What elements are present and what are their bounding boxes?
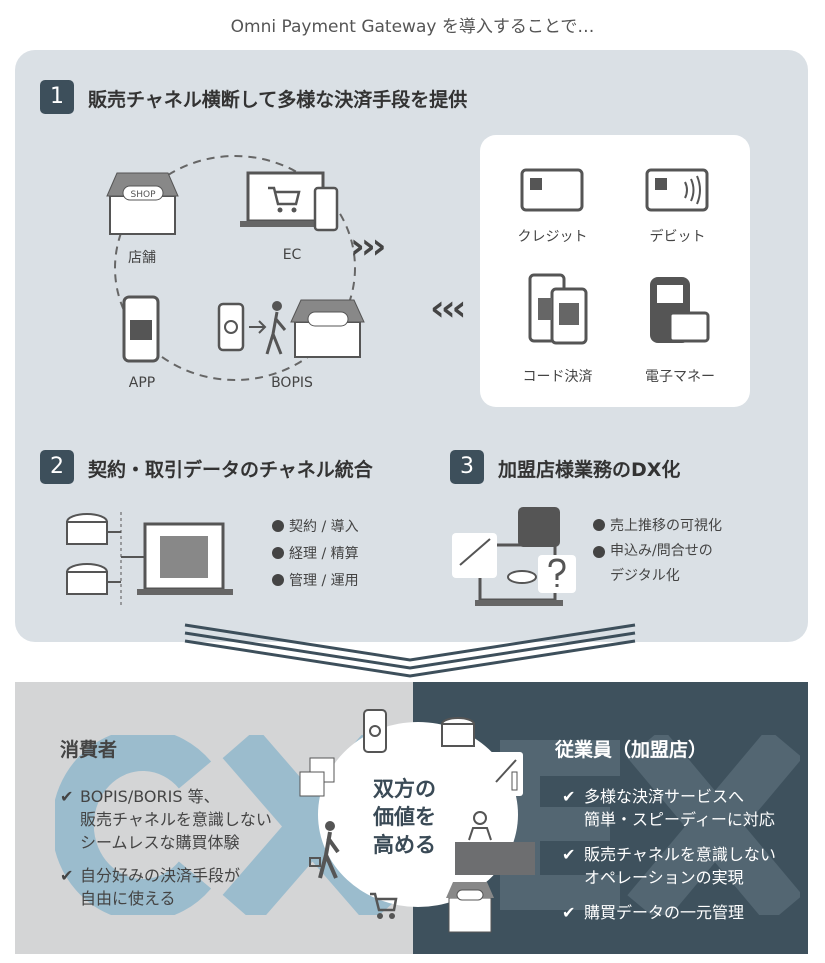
ec-laptop-icon: [240, 171, 339, 232]
database-icon: [441, 717, 475, 747]
down-chevron-lines: [184, 623, 636, 678]
employee-item: ✔販売チャネルを意識しない オペレーションの実現: [562, 845, 776, 887]
method-debit: デビット: [649, 229, 706, 245]
data-integration-icon: [66, 512, 233, 607]
bullet-management: 管理 / 運用: [272, 568, 359, 595]
bullet-contract: 契約 / 導入: [272, 514, 359, 541]
bullet-sales-visualization: 売上推移の可視化: [593, 514, 722, 539]
section-1-heading: 販売チャネル横断して多様な決済手段を提供: [88, 89, 468, 111]
method-credit: クレジット: [517, 229, 588, 245]
e-money-icon: [650, 277, 710, 343]
channel-store: 店舗: [128, 250, 156, 266]
dx-laptop-icon: [452, 507, 576, 606]
consumer-item: ✔自分好みの決済手段が 自由に使える: [60, 866, 241, 908]
section-2-badge: 2: [40, 450, 74, 484]
channel-ec: EC: [282, 247, 302, 263]
qr-code-icon: [528, 273, 588, 345]
channel-bopis: BOPIS: [271, 375, 313, 391]
shopper-icon: [309, 821, 340, 879]
consumer-item: ✔BOPIS/BORIS 等、 販売チャネルを意識しない シームレスな購買体験: [60, 787, 272, 852]
debit-card-icon: [645, 168, 709, 212]
channel-circle: [114, 155, 356, 381]
employee-heading: 従業員（加盟店）: [555, 739, 708, 761]
credit-card-icon: [520, 168, 584, 212]
chart-icon: [488, 752, 523, 796]
app-phone-icon: [122, 295, 160, 363]
page-title: Omni Payment Gateway を導入することで…: [230, 17, 595, 37]
employee-item: ✔購買データの一元管理: [562, 903, 745, 922]
bopis-icon: [217, 299, 365, 358]
section-3-badge: 3: [450, 450, 484, 484]
payment-cards-icon: [299, 757, 335, 797]
channel-app: APP: [128, 375, 156, 391]
section-1-badge: 1: [40, 80, 74, 114]
cashier-icon: [455, 811, 535, 875]
shop-icon: [446, 882, 494, 933]
bullet-digital-inquiry: 申込み/問合せの デジタル化: [593, 539, 722, 589]
smartphone-check-icon: [363, 709, 387, 753]
arrow-right-icon: ›››: [350, 226, 386, 267]
consumer-heading: 消費者: [60, 739, 118, 761]
employee-item: ✔多様な決済サービスへ 簡単・スピーディーに対応: [562, 787, 775, 829]
section-2-heading: 契約・取引データのチャネル統合: [88, 459, 373, 481]
shop-icon: SHOP: [106, 172, 179, 235]
shop-sign: SHOP: [131, 190, 157, 200]
section-3-heading: 加盟店様業務のDX化: [498, 459, 681, 481]
method-emoney: 電子マネー: [645, 369, 715, 385]
bullet-accounting: 経理 / 精算: [272, 541, 359, 568]
cart-icon: [370, 892, 398, 919]
arrow-left-icon: ‹‹‹: [430, 288, 466, 329]
center-message: 双方の 価値を 高める: [373, 777, 436, 857]
method-code: コード決済: [522, 369, 593, 385]
